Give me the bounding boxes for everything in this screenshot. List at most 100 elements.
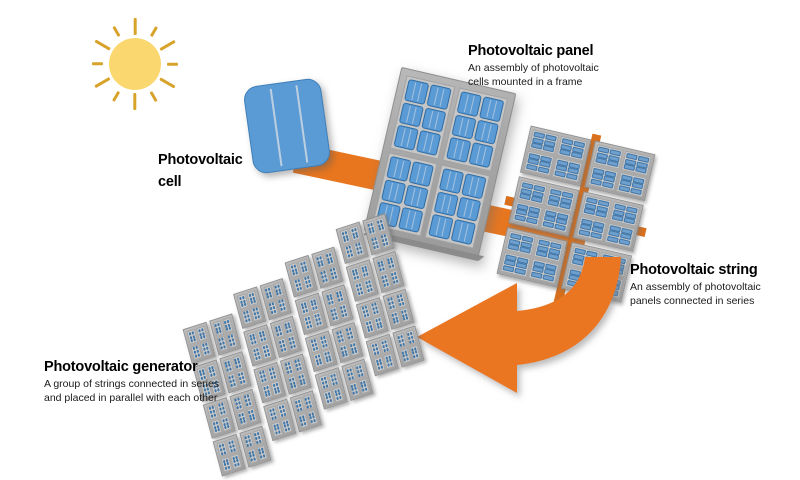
mini-panel-quadrant xyxy=(221,317,234,334)
mini-panel-cell xyxy=(381,226,385,231)
mini-panel-cell xyxy=(389,362,393,367)
mini-panel-cell xyxy=(299,406,303,411)
mini-panel-cell xyxy=(273,415,277,420)
mini-panel xyxy=(572,191,644,252)
mini-panel-cell xyxy=(247,318,251,322)
mini-panel-cell xyxy=(293,264,296,268)
mini-panel xyxy=(289,390,322,433)
mini-panel-cell xyxy=(252,416,256,421)
mini-panel-cell xyxy=(308,400,312,404)
mini-panel xyxy=(340,359,374,402)
mini-panel-cell xyxy=(213,413,216,417)
mini-panel-quadrant xyxy=(301,274,314,291)
mini-panel-cell xyxy=(293,344,297,348)
mini-panel-cell xyxy=(298,403,302,407)
mini-panel-quadrant xyxy=(399,307,411,324)
label-photovoltaic-string: Photovoltaic string An assembly of photo… xyxy=(630,261,761,309)
cell-busbar xyxy=(295,85,308,163)
mini-panel-quadrant xyxy=(199,340,212,358)
mini-panel-cell xyxy=(232,447,236,452)
mini-panel-cell xyxy=(202,335,206,339)
mini-panel-quadrant xyxy=(311,311,324,328)
mini-panel xyxy=(381,288,415,331)
mini-panel-quadrant xyxy=(323,250,336,267)
sun-disc xyxy=(109,38,161,90)
mini-panel-quadrant xyxy=(250,305,263,322)
panel-cell xyxy=(393,124,419,151)
mini-panel-quadrant xyxy=(317,333,330,351)
mini-panel-quadrant xyxy=(266,365,279,382)
mini-panel-quadrant xyxy=(587,165,619,192)
mini-panel-cell xyxy=(267,393,271,397)
mini-panel-quadrant xyxy=(409,344,421,361)
mini-panel-quadrant xyxy=(292,356,305,374)
panel-cell xyxy=(404,78,430,105)
sun-icon xyxy=(83,12,187,116)
mini-panel-cell xyxy=(273,374,276,379)
mini-panel-cell xyxy=(372,229,375,234)
mini-panel-cell xyxy=(233,382,237,386)
mini-panel-cell xyxy=(279,291,282,295)
mini-panel-quadrant xyxy=(384,254,397,271)
panel-cell xyxy=(455,196,482,223)
mini-panel-cell xyxy=(324,343,328,347)
mini-panel-cell xyxy=(344,312,348,317)
mini-panel-cell xyxy=(267,352,270,357)
mini-panel-cell xyxy=(379,325,383,329)
panel-cell xyxy=(479,96,505,123)
mini-panel-cell xyxy=(365,272,369,277)
mini-panel-quadrant xyxy=(523,150,555,177)
mini-panel-cell xyxy=(299,286,302,291)
mini-panel-quadrant xyxy=(321,348,334,366)
mini-panel-cell xyxy=(287,427,290,432)
mini-panel xyxy=(320,284,354,327)
panel-cell xyxy=(403,184,429,210)
panel-cell xyxy=(408,161,435,187)
mini-panel-quadrant xyxy=(615,171,647,198)
mini-panel-cell xyxy=(382,267,386,271)
sun-ray xyxy=(149,90,158,103)
mini-panel-quadrant xyxy=(333,287,346,305)
mini-panel-quadrant xyxy=(256,444,268,462)
mini-panel-cell xyxy=(364,387,368,392)
sun-ray xyxy=(149,25,158,38)
mini-panel-quadrant xyxy=(219,415,232,433)
mini-panel-cell xyxy=(346,238,349,242)
mini-panel-quadrant xyxy=(297,258,310,276)
mini-panel-cell xyxy=(313,419,317,423)
mini-panel-cell xyxy=(226,425,230,429)
mini-panel xyxy=(208,313,242,356)
mini-panel-quadrant xyxy=(225,332,238,349)
mini-panel-cell xyxy=(366,313,369,317)
mini-panel-quadrant xyxy=(551,156,583,183)
mini-panel-quadrant xyxy=(539,207,571,234)
sun-ray xyxy=(112,25,121,38)
panel-cell xyxy=(386,155,412,182)
mini-panel-cell xyxy=(329,399,333,403)
mini-panel xyxy=(584,140,656,202)
mini-panel-cell xyxy=(330,259,334,264)
mini-panel-quadrant xyxy=(225,438,238,455)
label-title: Photovoltaic panel xyxy=(468,43,594,59)
mini-panel-quadrant xyxy=(327,371,340,388)
sun-ray xyxy=(112,90,121,103)
mini-panel-quadrant xyxy=(374,216,387,234)
mini-panel-cell xyxy=(223,344,227,349)
mini-panel-cell xyxy=(325,278,329,282)
mini-panel xyxy=(238,425,272,468)
photovoltaic-generator-graphic xyxy=(172,213,442,480)
mini-panel-cell xyxy=(350,253,353,257)
mini-panel-quadrant xyxy=(306,409,319,426)
mini-panel-cell xyxy=(415,354,419,358)
mini-panel xyxy=(218,350,252,393)
mini-panel xyxy=(330,321,364,364)
mini-panel-cell xyxy=(277,284,280,288)
mini-panel-cell xyxy=(289,328,293,333)
panel-cell xyxy=(421,107,447,133)
mini-panel-cell xyxy=(293,384,297,389)
panel-cell xyxy=(450,219,476,246)
mini-panel-cell xyxy=(335,315,339,320)
mini-panel-cell xyxy=(301,374,305,378)
mini-panel-quadrant xyxy=(338,302,350,320)
mini-panel-quadrant xyxy=(276,402,289,420)
